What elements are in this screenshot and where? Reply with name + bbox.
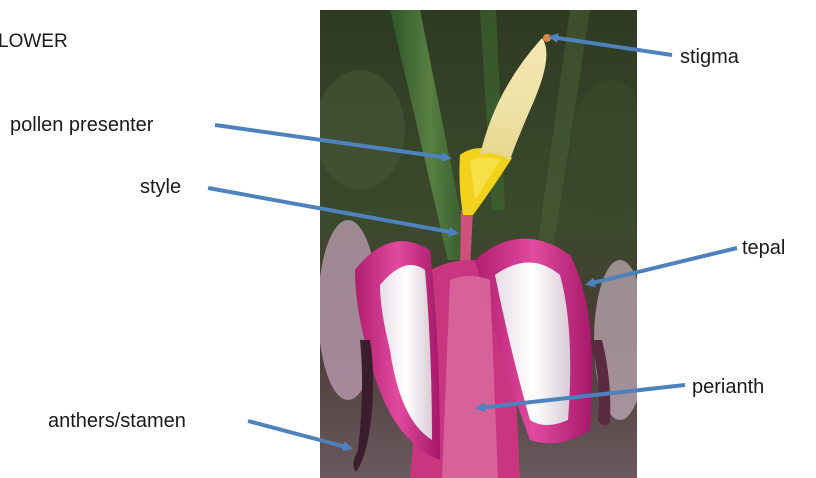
label-perianth: perianth <box>692 375 764 399</box>
label-style: style <box>140 175 181 199</box>
label-stigma: stigma <box>680 45 739 69</box>
label-tepal: tepal <box>742 236 785 260</box>
label-pollen-presenter: pollen presenter <box>10 113 153 137</box>
flower-illustration <box>320 10 637 478</box>
flower-photo <box>320 10 637 478</box>
label-anthers-stamen: anthers/stamen <box>48 409 186 433</box>
diagram-heading: LOWER <box>0 30 68 54</box>
